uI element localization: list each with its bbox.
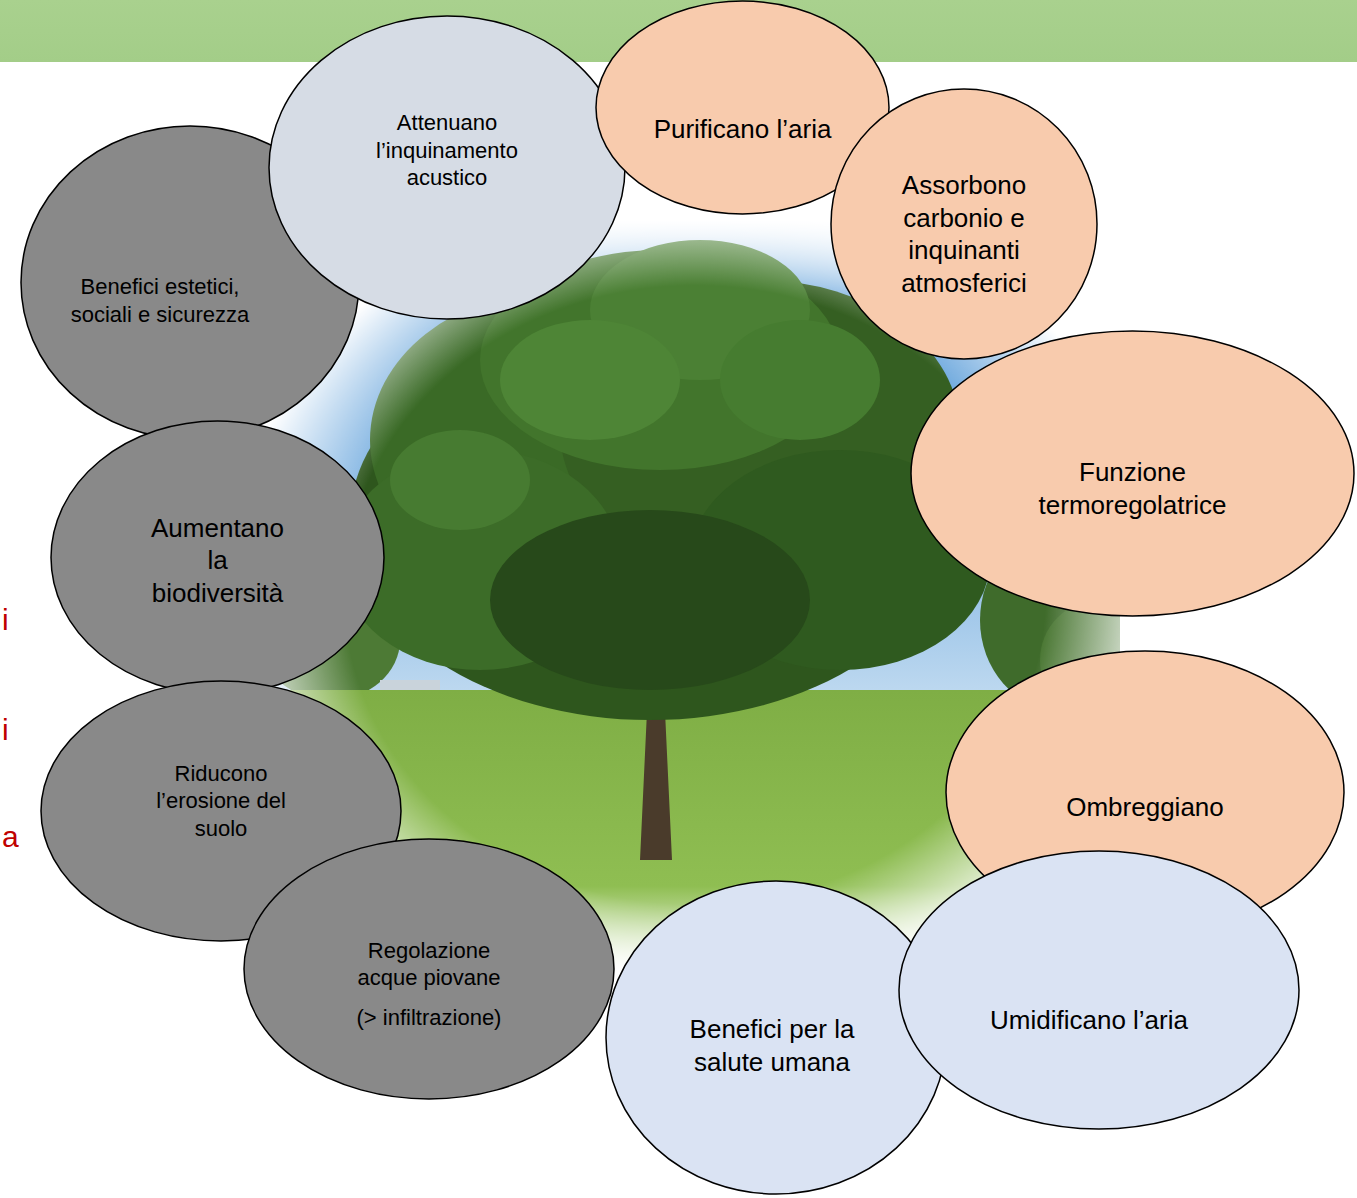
benefit-text: Aumentano la biodiversità — [143, 512, 293, 610]
ellipse-text: Benefici estetici, sociali e sicurezza — [60, 273, 260, 328]
benefit-text: (> infiltrazione) — [337, 1004, 522, 1032]
benefit-text: Attenuano l’inquinamento acustico — [352, 109, 542, 192]
benefit-text: Riducono l’erosione del suolo — [141, 760, 301, 843]
benefit-text: Umidificano l’aria — [990, 1004, 1188, 1037]
benefit-ellipse: Funzione termoregolatrice — [910, 330, 1355, 617]
ellipse-text: Attenuano l’inquinamento acustico — [352, 109, 542, 192]
benefit-text: Regolazione acque piovane — [337, 937, 522, 992]
ellipse-text: Assorbono carbonio e inquinanti atmosfer… — [884, 169, 1044, 299]
benefit-text: Funzione termoregolatrice — [1018, 456, 1248, 521]
ellipse-text: Regolazione acque piovane (> infiltrazion… — [337, 937, 522, 1032]
ellipse-text: Purificano l’aria — [654, 113, 832, 146]
clipped-letter: i — [2, 605, 9, 635]
benefit-ellipse: Attenuano l’inquinamento acustico — [268, 15, 626, 320]
benefit-ellipse: Umidificano l’aria — [898, 850, 1300, 1130]
benefit-text: Ombreggiano — [1066, 791, 1224, 824]
clipped-letter: a — [2, 822, 19, 852]
benefit-ellipse: Regolazione acque piovane (> infiltrazion… — [243, 838, 615, 1100]
ellipse-text: Ombreggiano — [1066, 791, 1224, 824]
ellipse-text: Aumentano la biodiversità — [143, 512, 293, 610]
benefit-ellipse: Aumentano la biodiversità — [50, 420, 385, 695]
ellipse-text: Umidificano l’aria — [990, 1004, 1188, 1037]
clipped-letter: i — [2, 715, 9, 745]
benefit-text: Benefici estetici, sociali e sicurezza — [60, 273, 260, 328]
benefit-text: Purificano l’aria — [654, 113, 832, 146]
ellipse-outline — [898, 850, 1300, 1130]
ellipse-text: Funzione termoregolatrice — [1018, 456, 1248, 521]
ellipse-text: Benefici per la salute umana — [677, 1013, 867, 1078]
ellipse-text: Riducono l’erosione del suolo — [141, 760, 301, 843]
benefit-text: Benefici per la salute umana — [677, 1013, 867, 1078]
benefit-text: Assorbono carbonio e inquinanti atmosfer… — [884, 169, 1044, 299]
benefit-ellipse: Assorbono carbonio e inquinanti atmosfer… — [830, 88, 1098, 360]
benefit-ellipse: Benefici per la salute umana — [605, 880, 947, 1195]
